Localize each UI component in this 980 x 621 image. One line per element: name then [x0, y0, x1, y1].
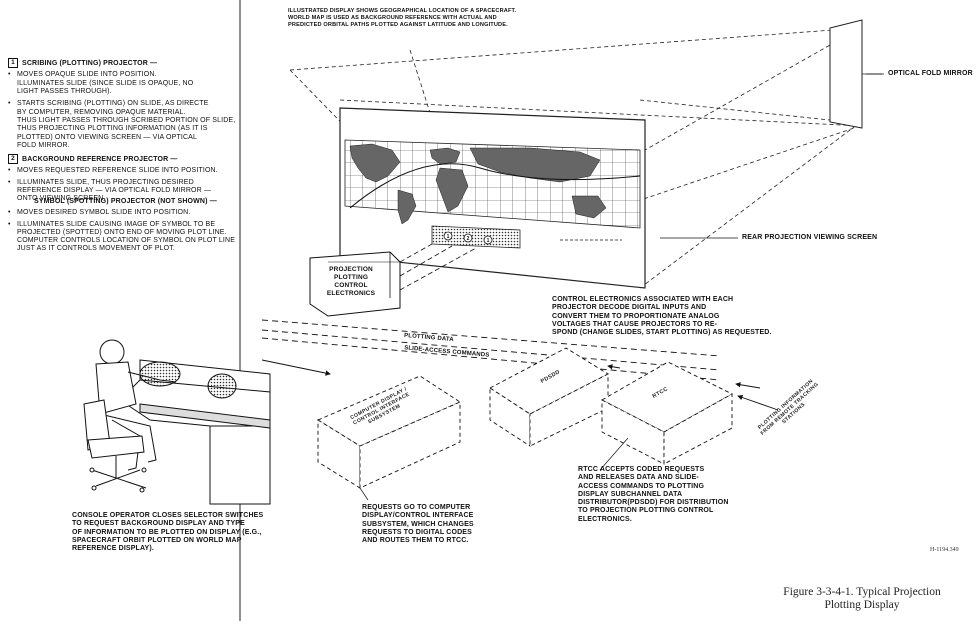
background-number: 2 [8, 154, 18, 165]
console-operator [95, 339, 177, 471]
projector-mark-1: 1 [447, 234, 450, 240]
pdsdd-box [489, 347, 609, 447]
box-to-projector-lines [399, 243, 477, 291]
background-title: BACKGROUND REFERENCE PROJECTOR — [22, 156, 178, 164]
background-bullet-2: ILLUMINATES SLIDE, THUS PROJECTING DESIR… [8, 179, 258, 204]
continent-europe [429, 147, 461, 165]
rear-projection-screen-label: REAR PROJECTION VIEWING SCREEN [742, 234, 878, 241]
computer-display-box [317, 375, 461, 489]
remote-info-arrow [737, 394, 779, 411]
console-screen-right [207, 373, 237, 399]
continent-australia [571, 195, 607, 219]
top-note: ILLUSTRATED DISPLAY SHOWS GEOGRAPHICAL L… [288, 8, 517, 28]
rtcc-note: RTCC ACCEPTS CODED REQUESTS AND RELEASES… [578, 466, 729, 523]
continent-africa [435, 167, 469, 213]
projector-mark-3: 1 [487, 238, 490, 244]
rtcc-leader [599, 437, 629, 471]
optical-fold-mirror-label: OPTICAL FOLD MIRROR [888, 70, 973, 77]
scribing-title: SCRIBING (PLOTTING) PROJECTOR — [22, 60, 158, 68]
drawing-code: H-1194.349 [930, 547, 959, 553]
figure-caption: Figure 3-3-4-1. Typical Projection Plott… [783, 586, 941, 611]
requests-note: REQUESTS GO TO COMPUTER DISPLAY/CONTROL … [362, 504, 474, 545]
control-electronics-box [309, 251, 401, 317]
console-screen-left [139, 361, 181, 387]
viewing-screen [339, 107, 646, 289]
rtcc-box [601, 361, 733, 465]
projector-mark-2: 2 [467, 236, 470, 242]
operator-chair [83, 399, 147, 493]
data-lines [261, 319, 761, 389]
background-projector-note: 2 BACKGROUND REFERENCE PROJECTOR — MOVES … [8, 146, 258, 204]
background-bullet-1: MOVES REQUESTED REFERENCE SLIDE INTO POS… [8, 167, 258, 176]
orbit-path [349, 163, 641, 209]
scribing-bullet-2: STARTS SCRIBING (PLOTTING) ON SLIDE, AS … [8, 100, 258, 150]
control-electronics-note: CONTROL ELECTRONICS ASSOCIATED WITH EACH… [552, 296, 772, 337]
projector-cluster: 1 2 1 [431, 225, 622, 249]
scribing-bullet-1: MOVES OPAQUE SLIDE INTO POSITION. ILLUMI… [8, 71, 258, 96]
scribing-number: 1 [8, 58, 18, 69]
continent-asia [469, 147, 601, 183]
computer-leader [359, 487, 369, 501]
symbol-projector-note: SYMBOL (SPOTTING) PROJECTOR (NOT SHOWN) … [8, 198, 258, 254]
continent-south-america [397, 189, 417, 225]
scribing-projector-note: 1 SCRIBING (PLOTTING) PROJECTOR — MOVES O… [8, 50, 258, 150]
continent-north-america [349, 143, 401, 183]
console-note: CONSOLE OPERATOR CLOSES SELECTOR SWITCHE… [72, 512, 264, 553]
projection-box-label: PROJECTION PLOTTING CONTROL ELECTRONICS [326, 266, 376, 297]
symbol-title: SYMBOL (SPOTTING) PROJECTOR (NOT SHOWN) … [34, 198, 217, 205]
console-desk [119, 359, 271, 505]
symbol-bullet-2: ILLUMINATES SLIDE CAUSING IMAGE OF SYMBO… [8, 221, 258, 254]
symbol-bullet-1: MOVES DESIRED SYMBOL SLIDE INTO POSITION… [8, 209, 258, 218]
